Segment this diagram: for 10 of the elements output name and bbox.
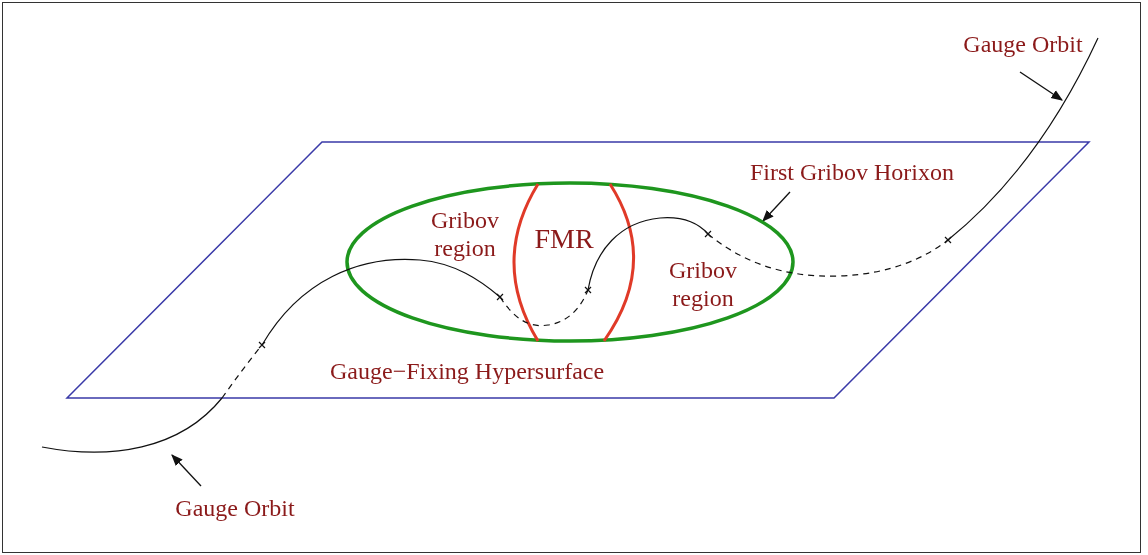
region-label: Gribov region (422, 206, 508, 262)
leader-arrow (1019, 71, 1063, 101)
region-label: Gribov region (660, 256, 746, 312)
region-label: FMR (526, 222, 602, 256)
plane-label: Gauge−Fixing Hypersurface (330, 357, 605, 385)
orbit-label: Gauge Orbit (160, 494, 310, 524)
leader-arrow (762, 191, 791, 222)
leader-arrow (171, 454, 202, 487)
orbit-label: Gauge Orbit (948, 30, 1098, 60)
horizon-label: First Gribov Horixon (726, 158, 978, 188)
